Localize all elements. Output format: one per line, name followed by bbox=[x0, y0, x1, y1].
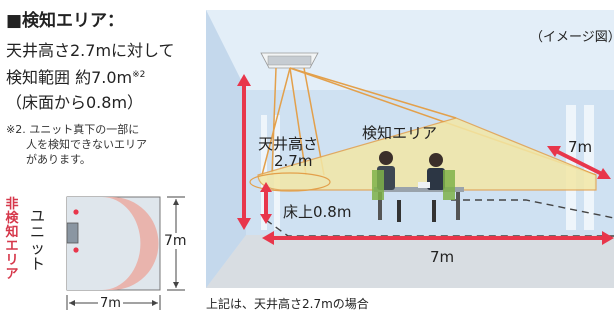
caption: 上記は、天井高さ2.7mの場合 bbox=[206, 297, 369, 311]
note-line-2: 人を検知できないエリア bbox=[26, 138, 147, 151]
plan-width-label: 7m bbox=[98, 296, 123, 311]
desc-line-1: 天井高さ2.7mに対して bbox=[6, 41, 175, 60]
floor bbox=[206, 235, 614, 288]
ceiling-height-value: 2.7m bbox=[274, 152, 313, 170]
desc-line-2: 検知範囲 約7.0m※2 bbox=[6, 63, 175, 90]
marker-dot-top bbox=[73, 209, 79, 215]
range-right-label: 7m bbox=[568, 138, 593, 156]
office-people bbox=[372, 151, 464, 222]
detect-area-label: 検知エリア bbox=[362, 124, 438, 142]
footnote-marker: ※2 bbox=[132, 70, 146, 80]
footnote: ※2. ユニット真下の一部に 人を検知できないエリア があります。 bbox=[6, 122, 190, 167]
note-line-3: があります。 bbox=[26, 153, 91, 166]
section-title: ■検知エリア： bbox=[6, 11, 125, 31]
desc-line-3: （床面から0.8m） bbox=[6, 93, 144, 112]
floor-height-label: 床上0.8m bbox=[283, 203, 352, 221]
unit-label: ユニット bbox=[30, 207, 46, 273]
left-wall bbox=[206, 10, 246, 288]
unit-box bbox=[66, 222, 79, 244]
marker-dot-bottom bbox=[73, 247, 79, 253]
room-illustration bbox=[206, 10, 614, 288]
note-line-1: ※2. ユニット真下の一部に bbox=[6, 123, 140, 136]
non-detect-label: 非検知エリア bbox=[5, 197, 19, 282]
range-right-arrow bbox=[553, 148, 605, 177]
ceiling bbox=[206, 10, 614, 90]
plan-inner-area bbox=[67, 197, 141, 290]
detection-description: 天井高さ2.7mに対して 検知範囲 約7.0m※2 （床面から0.8m） bbox=[6, 38, 175, 115]
plan-diagram bbox=[66, 196, 185, 310]
desc-line-2-main: 検知範囲 約7.0m bbox=[6, 68, 133, 87]
plan-depth-label: 7m bbox=[162, 233, 189, 249]
image-note: （イメージ図） bbox=[530, 30, 616, 45]
range-bottom-label: 7m bbox=[430, 248, 455, 266]
dimension-arrows bbox=[242, 82, 608, 240]
detection-area bbox=[257, 117, 597, 191]
ceiling-height-label: 天井高さ bbox=[258, 135, 319, 153]
